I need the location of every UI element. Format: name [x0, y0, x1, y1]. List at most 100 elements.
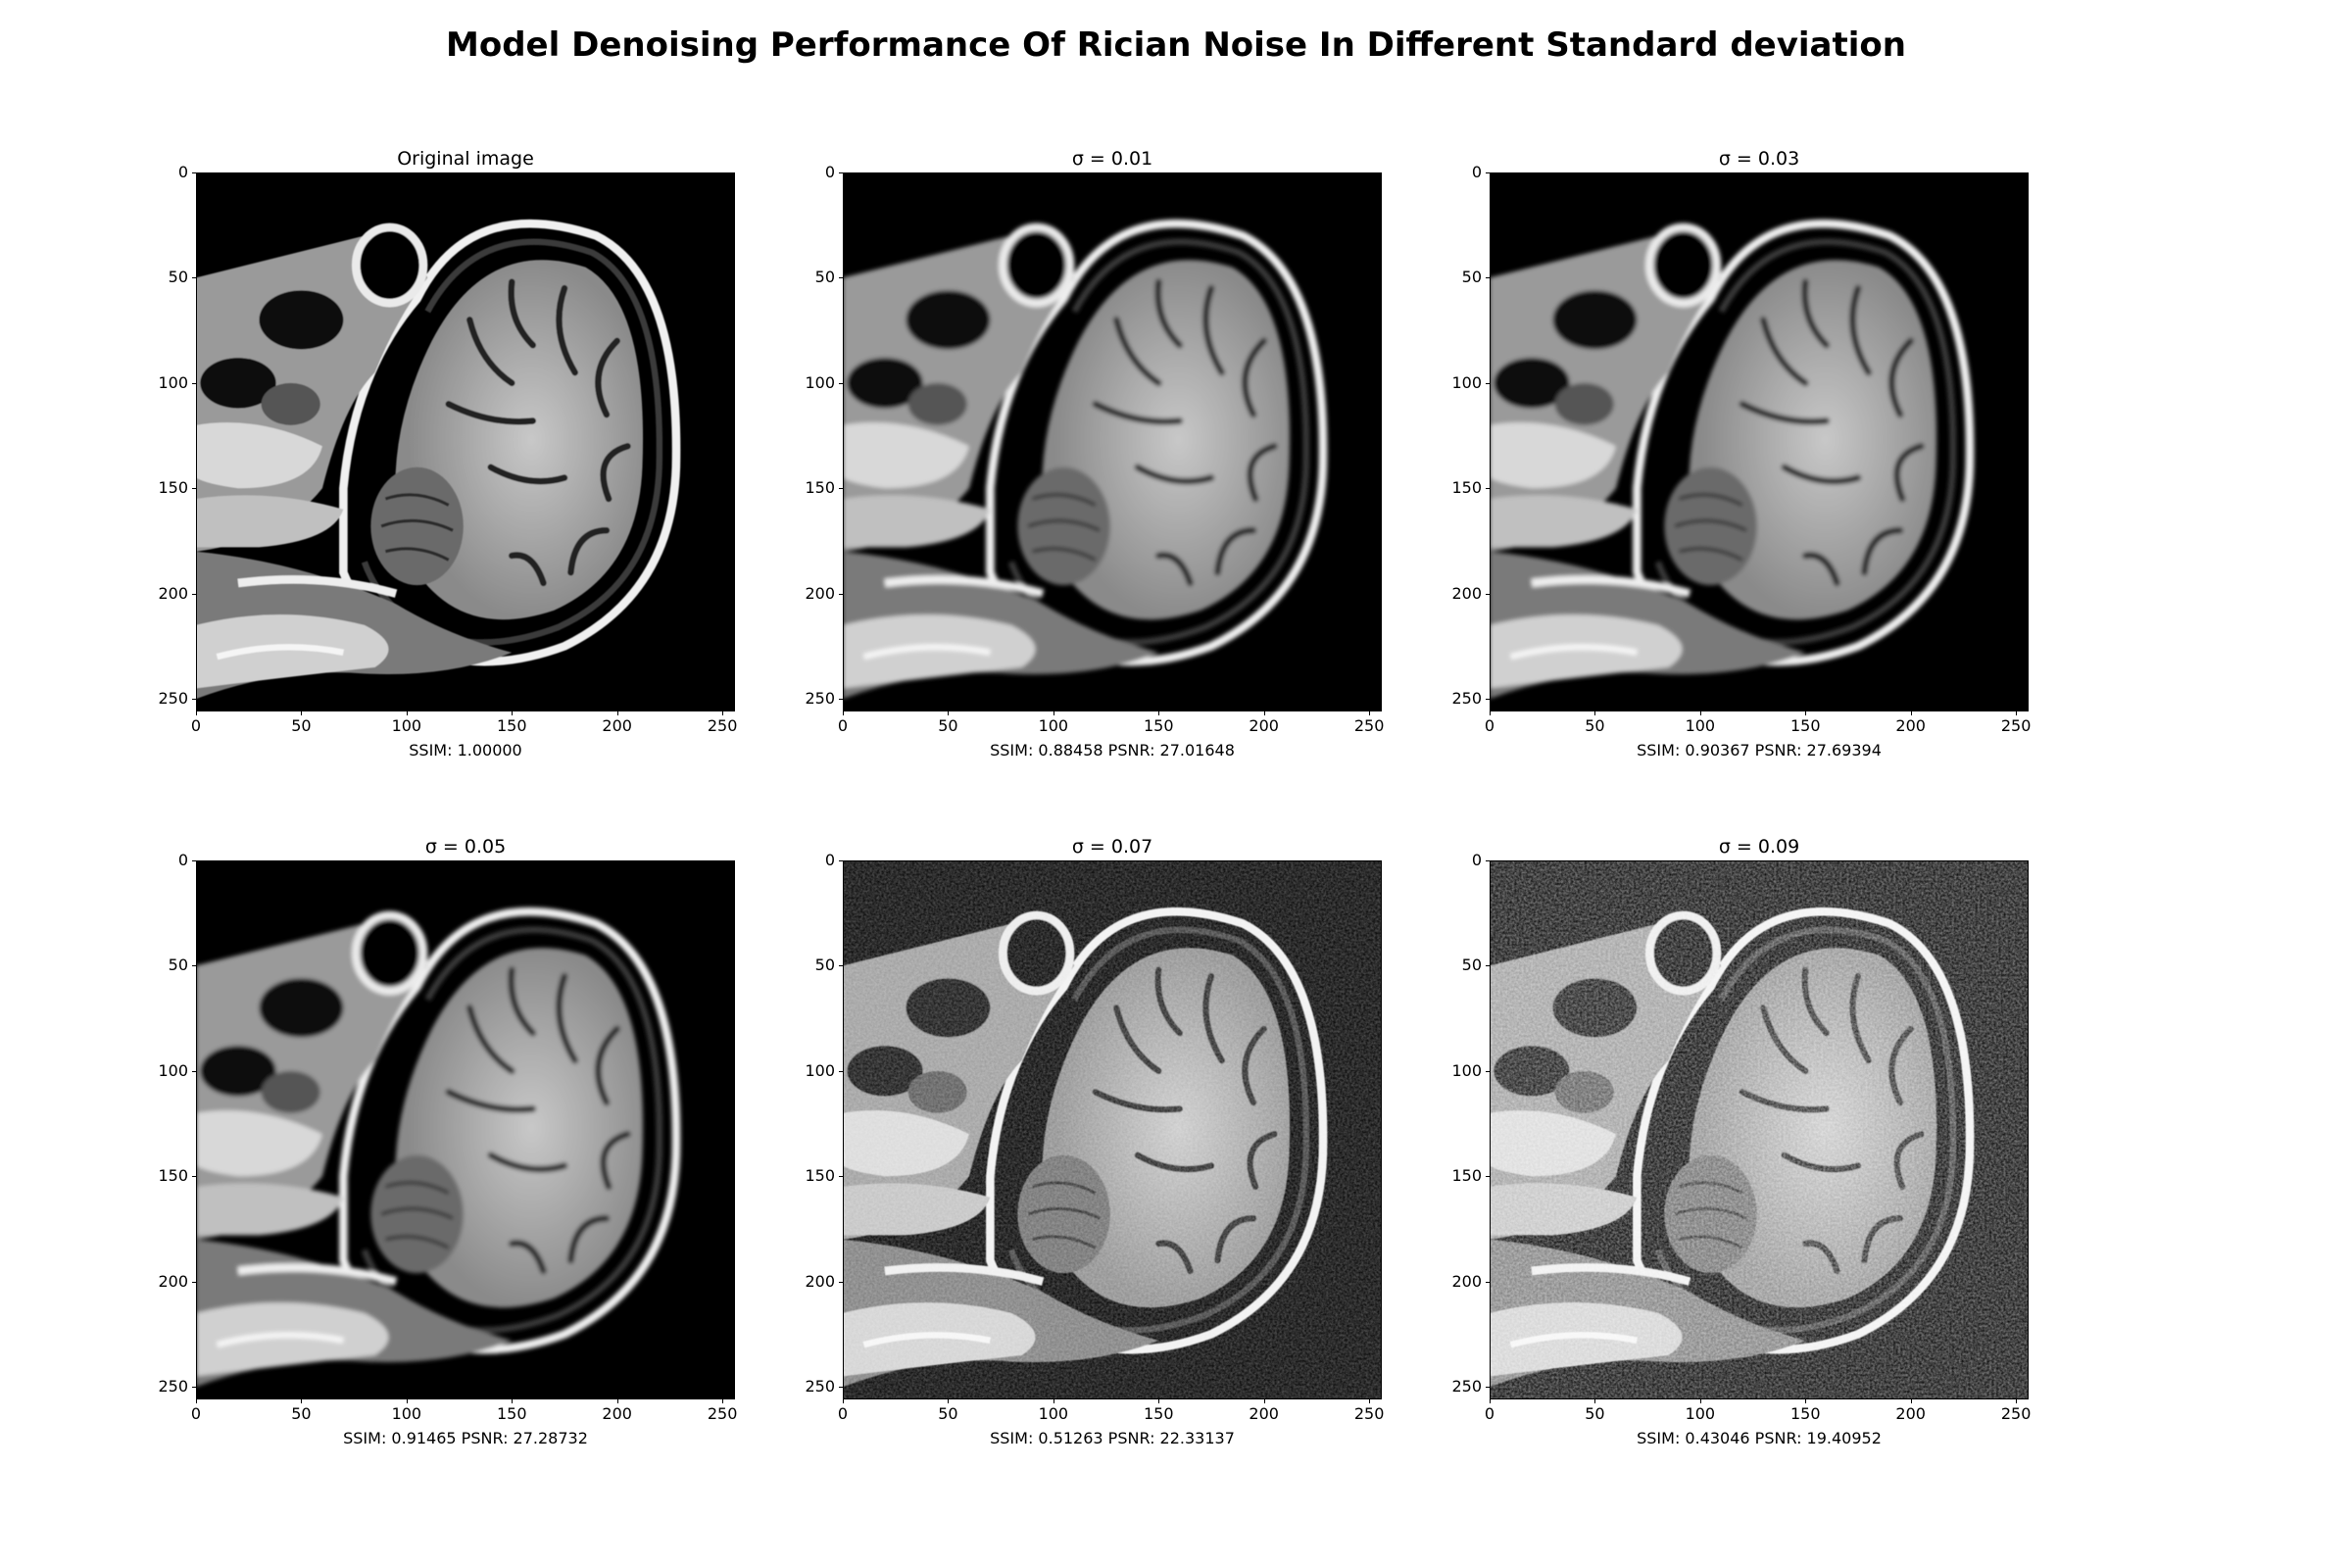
x-tick-label: 100: [391, 1404, 422, 1423]
y-tick-label: 100: [805, 372, 835, 392]
x-tick-mark: [1699, 1399, 1701, 1403]
x-tick-label: 100: [1685, 1404, 1716, 1423]
x-tick-mark: [196, 1399, 197, 1403]
metrics-caption: SSIM: 0.88458 PSNR: 27.01648: [990, 741, 1235, 760]
x-tick-label: 200: [602, 1404, 632, 1423]
x-tick-mark: [406, 711, 408, 715]
y-tick-label: 150: [805, 478, 835, 498]
x-tick-mark: [616, 711, 618, 715]
y-tick-label: 200: [158, 583, 188, 603]
x-tick-mark: [301, 1399, 303, 1403]
y-tick-mark: [1486, 277, 1490, 279]
y-tick-label: 250: [1451, 689, 1482, 709]
y-tick-label: 100: [1451, 372, 1482, 392]
x-tick-label: 50: [938, 716, 958, 735]
image-panel: σ = 0.03: [1392, 147, 2031, 760]
y-tick-label: 250: [805, 689, 835, 709]
figure-title: Model Denoising Performance Of Rician No…: [446, 25, 1906, 65]
y-tick-label: 250: [805, 1377, 835, 1396]
y-tick-label: 50: [814, 268, 835, 287]
x-tick-mark: [1369, 711, 1371, 715]
x-tick-mark: [1369, 1399, 1371, 1403]
y-tick-label: 50: [168, 956, 188, 975]
x-tick-mark: [1594, 711, 1596, 715]
y-tick-mark: [1486, 1176, 1490, 1178]
y-tick-label: 150: [805, 1166, 835, 1186]
x-tick-mark: [512, 711, 514, 715]
x-tick-label: 0: [1484, 1404, 1495, 1423]
x-tick-label: 250: [707, 1404, 738, 1423]
y-tick-mark: [192, 1176, 196, 1178]
y-tick-mark: [1486, 860, 1490, 861]
y-tick-mark: [192, 593, 196, 595]
y-tick-label: 0: [1471, 163, 1482, 181]
y-tick-mark: [839, 1387, 843, 1389]
mri-slice-image: [1490, 172, 2029, 711]
y-tick-mark: [192, 699, 196, 701]
mri-slice-image: [843, 860, 1382, 1399]
y-tick-mark: [839, 1070, 843, 1072]
y-tick-mark: [192, 277, 196, 279]
y-tick-mark: [839, 488, 843, 490]
y-tick-mark: [839, 860, 843, 861]
y-tick-label: 100: [158, 1060, 188, 1080]
y-tick-label: 150: [1451, 478, 1482, 498]
y-tick-label: 150: [158, 1166, 188, 1186]
y-tick-mark: [839, 382, 843, 384]
x-tick-label: 50: [291, 716, 312, 735]
x-tick-mark: [1263, 1399, 1265, 1403]
y-tick-mark: [839, 172, 843, 173]
x-tick-label: 0: [190, 1404, 202, 1423]
y-tick-label: 50: [168, 268, 188, 287]
x-tick-label: 250: [1353, 1404, 1385, 1423]
y-tick-mark: [839, 699, 843, 701]
y-tick-mark: [192, 965, 196, 967]
mri-slice-image: [843, 172, 1382, 711]
x-tick-label: 50: [1585, 1404, 1605, 1423]
y-tick-label: 50: [814, 956, 835, 975]
x-tick-label: 50: [938, 1404, 958, 1423]
x-tick-label: 100: [391, 716, 422, 735]
x-tick-label: 150: [1789, 716, 1821, 735]
metrics-caption: SSIM: 0.90367 PSNR: 27.69394: [1637, 741, 1882, 760]
panel-title: σ = 0.03: [1718, 148, 1800, 170]
x-tick-label: 50: [1585, 716, 1605, 735]
x-tick-label: 250: [2000, 716, 2032, 735]
mri-slice-image: [196, 172, 735, 711]
x-tick-mark: [1805, 711, 1807, 715]
x-tick-mark: [2016, 1399, 2018, 1403]
mri-slice-image: [196, 860, 735, 1399]
y-tick-label: 0: [177, 163, 188, 181]
y-tick-mark: [192, 1070, 196, 1072]
y-tick-mark: [1486, 965, 1490, 967]
x-tick-mark: [843, 711, 844, 715]
x-tick-label: 250: [707, 716, 738, 735]
y-tick-mark: [192, 172, 196, 173]
y-tick-mark: [192, 1281, 196, 1283]
panel-title: σ = 0.01: [1071, 148, 1153, 170]
x-tick-mark: [1490, 1399, 1491, 1403]
x-tick-label: 150: [496, 1404, 527, 1423]
x-tick-mark: [1490, 711, 1491, 715]
x-tick-mark: [2016, 711, 2018, 715]
x-tick-label: 250: [1353, 716, 1385, 735]
metrics-caption: SSIM: 1.00000: [409, 741, 522, 760]
y-tick-mark: [192, 488, 196, 490]
y-tick-mark: [192, 382, 196, 384]
y-tick-label: 50: [1461, 956, 1482, 975]
y-tick-mark: [1486, 172, 1490, 173]
y-tick-label: 250: [158, 1377, 188, 1396]
y-tick-label: 200: [805, 583, 835, 603]
y-tick-mark: [1486, 1070, 1490, 1072]
y-tick-label: 100: [805, 1060, 835, 1080]
y-tick-label: 0: [177, 851, 188, 869]
y-tick-label: 250: [1451, 1377, 1482, 1396]
x-tick-label: 50: [291, 1404, 312, 1423]
x-tick-mark: [301, 711, 303, 715]
x-tick-label: 200: [1895, 1404, 1926, 1423]
y-tick-label: 150: [1451, 1166, 1482, 1186]
y-tick-label: 200: [805, 1271, 835, 1291]
x-tick-mark: [722, 711, 724, 715]
x-tick-mark: [722, 1399, 724, 1403]
x-tick-label: 150: [496, 716, 527, 735]
